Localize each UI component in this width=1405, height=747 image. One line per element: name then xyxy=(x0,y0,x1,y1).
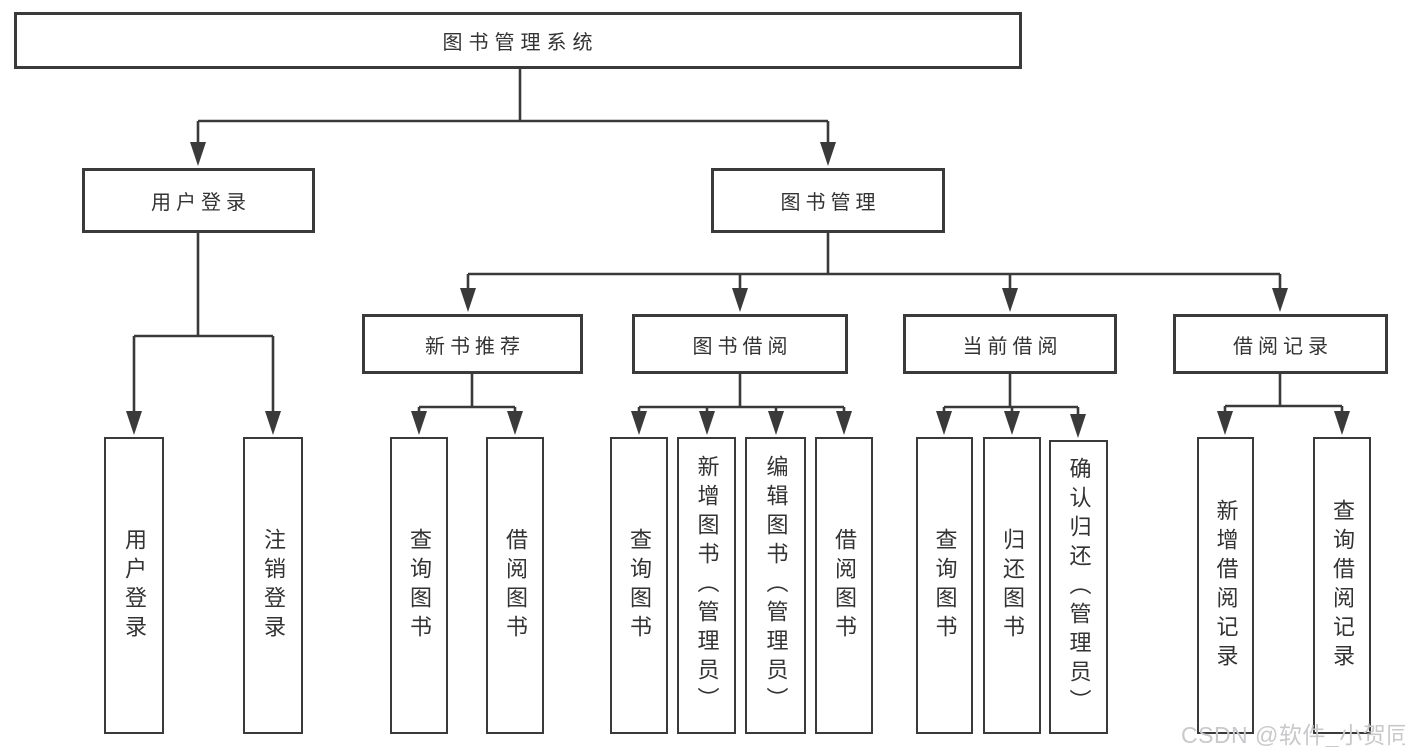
node-borrow-records: 借阅记录 xyxy=(1173,314,1388,374)
leaf-label: 查询图书 xyxy=(627,527,652,644)
leaf-query-borrow-record: 查询借阅记录 xyxy=(1313,437,1371,734)
leaf-label: 编辑图书（管理员） xyxy=(763,455,789,716)
leaf-user-login: 用户登录 xyxy=(104,437,164,734)
node-book-borrow: 图书借阅 xyxy=(632,314,848,374)
leaf-label: 查询图书 xyxy=(932,527,958,644)
node-user-login: 用户登录 xyxy=(82,168,315,233)
node-current-borrow: 当前借阅 xyxy=(903,314,1117,374)
leaf-label: 借阅图书 xyxy=(503,527,528,644)
leaf-label: 确认归还（管理员） xyxy=(1066,456,1092,718)
node-new-book-recommend: 新书推荐 xyxy=(362,314,583,374)
leaf-label: 归还图书 xyxy=(1000,527,1025,644)
leaf-label: 新增图书（管理员） xyxy=(694,455,720,716)
leaf-label: 新增借阅记录 xyxy=(1213,498,1239,673)
leaf-label: 查询图书 xyxy=(407,527,432,644)
leaf-add-books-admin: 新增图书（管理员） xyxy=(677,437,736,734)
leaf-borrow-books: 借阅图书 xyxy=(486,437,544,734)
leaf-confirm-return-admin: 确认归还（管理员） xyxy=(1049,440,1108,734)
leaf-borrow-books: 借阅图书 xyxy=(815,437,873,734)
leaf-query-books: 查询图书 xyxy=(916,437,973,734)
leaf-label: 查询借阅记录 xyxy=(1330,498,1355,673)
leaf-label: 用户登录 xyxy=(122,527,147,644)
leaf-query-books: 查询图书 xyxy=(610,437,668,734)
leaf-logout: 注销登录 xyxy=(243,437,303,734)
node-book-management: 图书管理 xyxy=(711,168,945,233)
leaf-edit-books-admin: 编辑图书（管理员） xyxy=(745,437,806,734)
leaf-label: 注销登录 xyxy=(261,527,286,644)
leaf-query-books: 查询图书 xyxy=(390,437,448,734)
leaf-label: 借阅图书 xyxy=(832,527,857,644)
node-root-library-system: 图书管理系统 xyxy=(14,12,1022,69)
leaf-add-borrow-record: 新增借阅记录 xyxy=(1197,437,1254,734)
leaf-return-books: 归还图书 xyxy=(983,437,1041,734)
csdn-watermark: CSDN @软件_小贺同学 xyxy=(1181,722,1405,747)
